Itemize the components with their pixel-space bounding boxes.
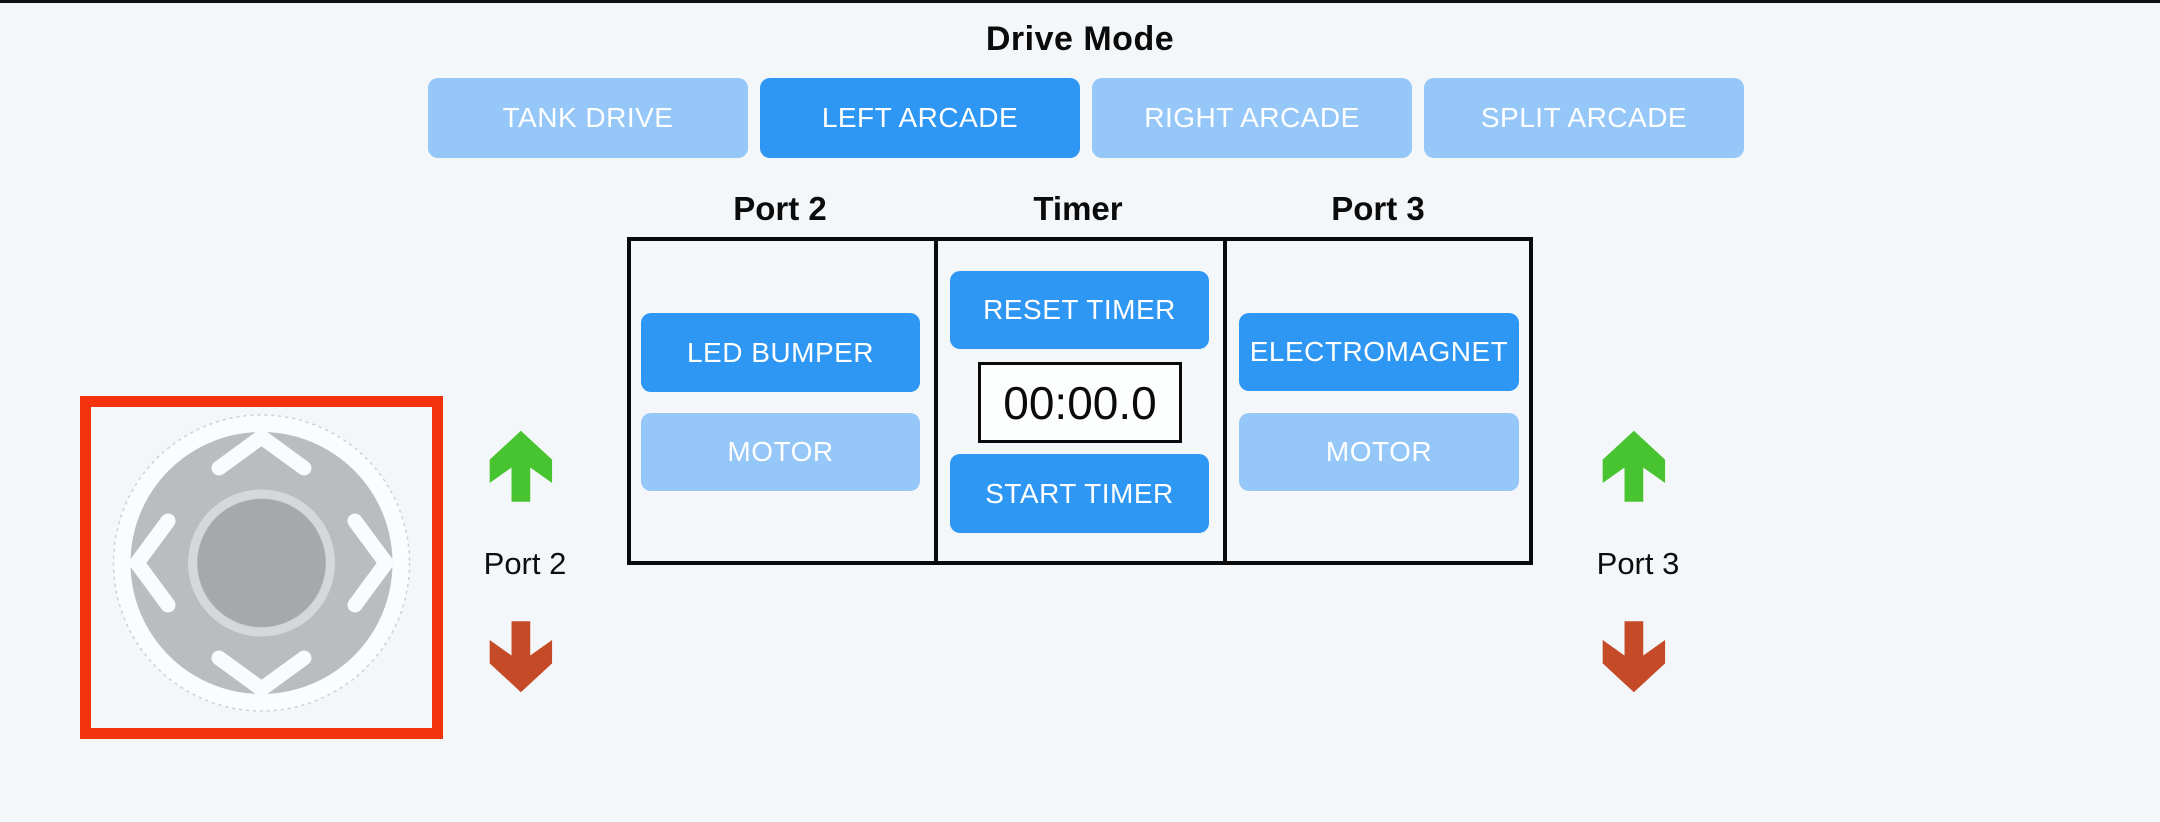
led-bumper-button[interactable]: LED BUMPER — [641, 313, 920, 392]
mode-button-split-arcade[interactable]: SPLIT ARCADE — [1424, 78, 1744, 158]
port2-motor-button[interactable]: MOTOR — [641, 413, 920, 491]
port3-column: ELECTROMAGNET MOTOR — [1227, 241, 1529, 561]
electromagnet-button[interactable]: ELECTROMAGNET — [1239, 313, 1519, 391]
joystick-selection-frame — [80, 396, 443, 739]
port2-down-arrow-icon — [485, 610, 563, 698]
drive-mode-title: Drive Mode — [985, 20, 1175, 58]
mode-button-left-arcade[interactable]: LEFT ARCADE — [760, 78, 1080, 158]
port3-axis-label: Port 3 — [1596, 546, 1680, 581]
chevron-left-icon — [129, 513, 176, 613]
column-header-timer: Timer — [1033, 190, 1123, 227]
column-header-port2: Port 2 — [733, 190, 827, 227]
timer-display: 00:00.0 — [978, 362, 1182, 443]
port2-up-arrow-icon — [485, 425, 563, 513]
drive-mode-button-row: TANK DRIVE LEFT ARCADE RIGHT ARCADE SPLI… — [428, 78, 1744, 158]
chevron-up-icon — [211, 429, 312, 476]
port2-column: LED BUMPER MOTOR — [631, 241, 938, 561]
joystick[interactable] — [80, 396, 443, 739]
port2-axis-label: Port 2 — [483, 546, 567, 581]
mode-button-tank-drive[interactable]: TANK DRIVE — [428, 78, 748, 158]
joystick-knob[interactable] — [197, 499, 326, 627]
column-header-port3: Port 3 — [1331, 190, 1425, 227]
joystick-knob-ring — [188, 489, 335, 637]
reset-timer-button[interactable]: RESET TIMER — [950, 271, 1209, 349]
port3-motor-button[interactable]: MOTOR — [1239, 413, 1519, 491]
timer-column: RESET TIMER 00:00.0 START TIMER — [938, 241, 1227, 561]
mode-button-right-arcade[interactable]: RIGHT ARCADE — [1092, 78, 1412, 158]
control-table: LED BUMPER MOTOR RESET TIMER 00:00.0 STA… — [627, 237, 1533, 565]
chevron-right-icon — [347, 513, 394, 613]
chevron-down-icon — [211, 650, 312, 697]
start-timer-button[interactable]: START TIMER — [950, 454, 1209, 533]
port3-down-arrow-icon — [1598, 610, 1676, 698]
top-border-bar — [0, 0, 2160, 3]
port3-up-arrow-icon — [1598, 425, 1676, 513]
